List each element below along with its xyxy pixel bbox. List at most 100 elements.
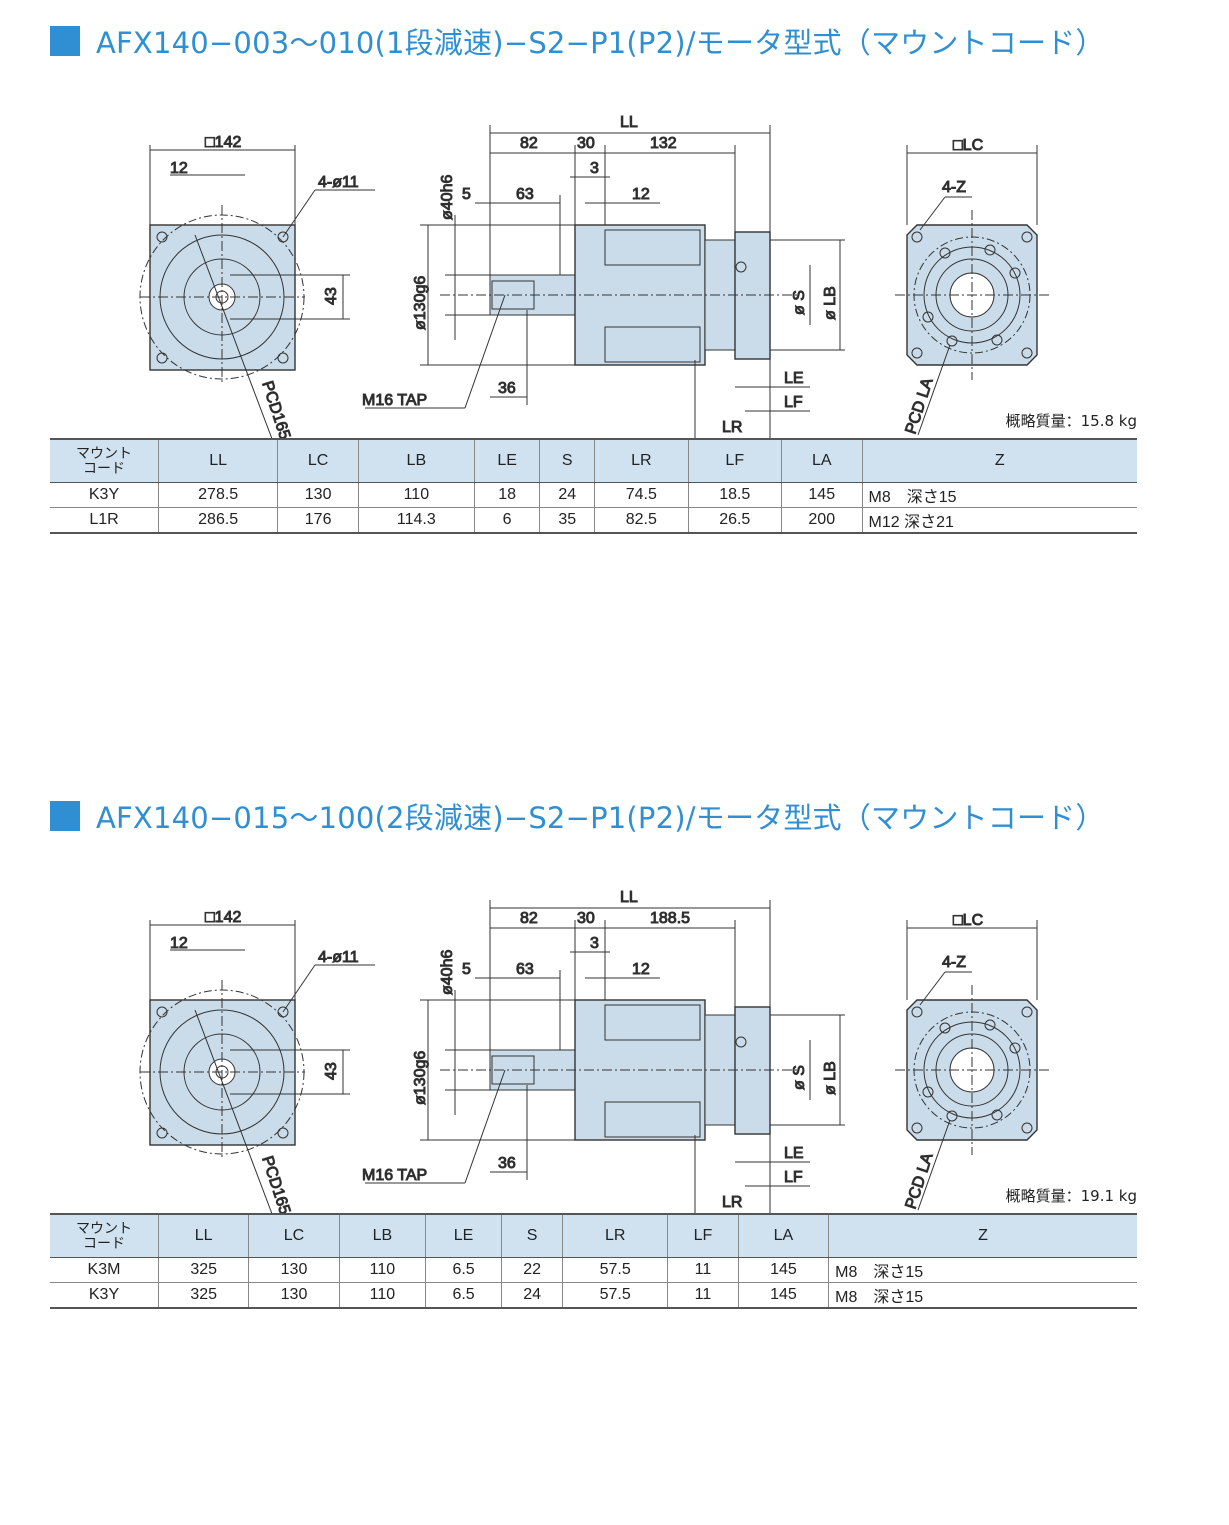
label-pcd-la: PCD LA [903,376,937,437]
label-tap: M16 TAP [362,1167,427,1184]
cell: M12 深さ21 [861,507,1137,534]
cell: 74.5 [594,482,689,508]
label-30: 30 [577,135,595,152]
label-tap: M16 TAP [362,392,427,409]
label-lc: □LC [953,912,983,929]
cell: M8 深さ15 [828,1282,1137,1309]
label-square-142: □142 [205,134,241,151]
col-z: Z [861,439,1137,483]
cell: 325 [157,1257,249,1283]
motor-side-view [895,920,1050,1211]
col-lb: LB [338,1214,426,1258]
cell: 57.5 [562,1257,668,1283]
cell: K3Y [50,482,159,508]
cell: 130 [248,1282,340,1309]
cell: 24 [500,1282,563,1309]
side-view [365,125,845,445]
label-shaft-diameter: ø40h6 [439,950,456,995]
label-pilot-diameter: ø130g6 [412,1051,429,1105]
col-lf: LF [667,1214,739,1258]
cell: 18.5 [687,482,782,508]
label-43: 43 [323,1062,340,1080]
cell: 11 [667,1257,739,1283]
label-body-length: 132 [650,135,677,152]
label-holes: 4-ø11 [318,949,359,966]
label-lf: LF [784,394,803,411]
col-lc: LC [277,439,359,483]
cell: 325 [157,1282,249,1309]
cell: 22 [500,1257,563,1283]
approximate-mass: 概略質量：15.8 kg [1005,412,1137,430]
label-82: 82 [520,135,538,152]
cell: 278.5 [157,482,278,508]
cell: 6 [473,507,540,534]
cell: 110 [338,1282,426,1309]
label-5: 5 [462,186,471,203]
label-63: 63 [516,961,534,978]
label-36: 36 [498,1155,516,1172]
label-12: 12 [170,160,188,177]
col-lf: LF [687,439,782,483]
col-s: S [500,1214,563,1258]
label-4z: 4-Z [942,954,966,971]
label-pcd-la: PCD LA [903,1151,937,1212]
table-header-row: マウント コード LL LC LB LE S LR LF LA Z [50,439,1137,483]
label-square-142: □142 [205,909,241,926]
cell: 6.5 [425,1257,502,1283]
label-63: 63 [516,186,534,203]
label-3: 3 [590,935,599,952]
label-lf: LF [784,1169,803,1186]
cell: 110 [357,482,475,508]
col-lr: LR [594,439,689,483]
title-square-icon [50,26,80,56]
cell: 18 [473,482,540,508]
cell: 24 [539,482,595,508]
section-title: AFX140−015〜100(2段減速)−S2−P1(P2)/モータ型式（マウン… [50,795,1105,837]
cell: 11 [667,1282,739,1309]
label-pcd165: PCD165 [258,1154,293,1217]
col-la: LA [737,1214,829,1258]
cell: L1R [50,507,159,534]
cell: 200 [780,507,863,534]
dimension-drawing: □142 12 4-ø11 43 PCD165 [139,889,1050,1236]
cell: 286.5 [157,507,278,534]
label-s: ø S [791,290,808,315]
cell: 130 [248,1257,340,1283]
front-view [139,145,375,461]
cell: 130 [277,482,359,508]
col-lb: LB [357,439,475,483]
label-3: 3 [590,160,599,177]
front-view [139,920,375,1236]
cell: 176 [277,507,359,534]
label-le: LE [784,1145,804,1162]
table-header-row: マウント コード LL LC LB LE S LR LF LA Z [50,1214,1137,1258]
cell: 145 [737,1282,829,1309]
col-le: LE [425,1214,502,1258]
col-le: LE [473,439,540,483]
cell: 145 [780,482,863,508]
label-lr: LR [722,1194,742,1211]
cell: 57.5 [562,1282,668,1309]
section-title-text: AFX140−003〜010(1段減速)−S2−P1(P2)/モータ型式（マウン… [96,26,1105,60]
label-lr: LR [722,419,742,436]
label-pcd165: PCD165 [258,379,293,442]
label-ll: LL [620,889,638,906]
cell: K3Y [50,1282,159,1309]
section-title-text: AFX140−015〜100(2段減速)−S2−P1(P2)/モータ型式（マウン… [96,801,1105,835]
label-lb: ø LB [822,286,839,320]
label-5: 5 [462,961,471,978]
label-s: ø S [791,1065,808,1090]
dimension-drawing: □142 12 4-ø11 43 PCD165 [139,114,1050,461]
col-mount-code: マウント コード [50,439,159,483]
label-pilot-diameter: ø130g6 [412,276,429,330]
label-30: 30 [577,910,595,927]
cell: 110 [338,1257,426,1283]
cell: 114.3 [357,507,475,534]
